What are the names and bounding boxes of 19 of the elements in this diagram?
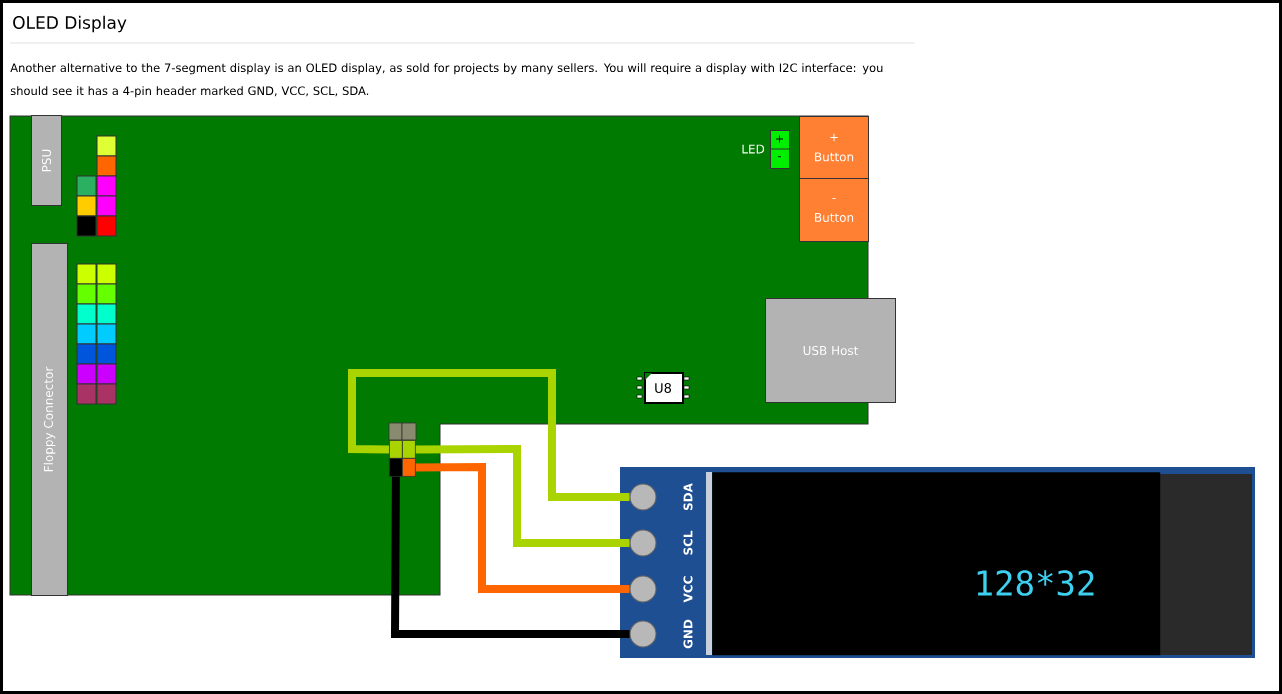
header-pin [402,458,416,477]
pin-label: VCC [629,575,693,603]
push-button: + Button [799,116,869,179]
led-label: LED [742,144,765,154]
led-header: + - [769,130,790,169]
connector-block: PSU [31,115,62,206]
display-screen: 128*32 [712,472,1161,656]
header-pin [389,440,403,459]
connector-block: Floppy Connector [31,243,68,596]
pin-label: SDA [629,483,693,511]
pin-label: GND [629,619,693,649]
usb-port: USB Host [765,298,896,403]
header-pin [402,440,416,459]
chip: U8 [636,372,690,404]
header-pin [389,458,403,477]
push-button: - Button [799,178,869,242]
paragraph: Another alternative to the 7-segment display is an OLED display, as sold for projects by many sellers. You will require a display with I2C interface: you should see it has a 4-pin header marked GND, VCC, SCL, SDA. [10,63,883,98]
pin-label: SCL [629,529,693,557]
heading: OLED Display [13,15,127,33]
